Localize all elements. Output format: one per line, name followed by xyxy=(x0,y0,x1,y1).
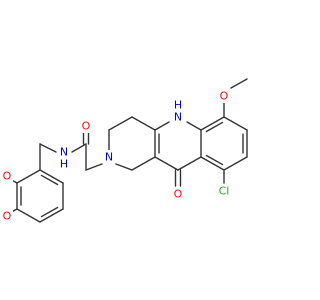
bond xyxy=(85,163,103,171)
oxygen-atom-label: O xyxy=(82,120,91,133)
atom-label-background xyxy=(218,184,230,198)
chlorine-atom-label: Cl xyxy=(219,185,230,198)
atom-label-background xyxy=(172,187,184,201)
bond xyxy=(200,156,225,171)
bond xyxy=(40,206,59,218)
atom-label-background xyxy=(1,209,13,223)
bond xyxy=(40,174,59,186)
bond xyxy=(39,208,64,223)
bond xyxy=(16,169,41,184)
atom-label-background xyxy=(58,145,70,159)
bond xyxy=(39,143,57,153)
oxygen-atom-label: O xyxy=(174,188,183,201)
bond xyxy=(205,121,224,133)
bond xyxy=(16,208,41,223)
bond xyxy=(131,156,156,171)
bonds xyxy=(7,78,248,223)
atom-label-background xyxy=(218,89,230,103)
bond xyxy=(205,154,224,166)
bond xyxy=(154,156,179,171)
atom-label-background xyxy=(58,157,70,171)
bond xyxy=(131,116,156,131)
bond xyxy=(154,121,170,131)
nitrogen-atom-label: N xyxy=(105,151,113,164)
hydrogen-atom-label: H xyxy=(60,158,68,171)
oxygen-atom-label: O xyxy=(3,170,12,183)
bond xyxy=(177,156,202,171)
bond xyxy=(186,121,202,131)
bond xyxy=(115,163,133,171)
bond xyxy=(223,116,248,131)
bond xyxy=(108,116,133,131)
atom-label-background xyxy=(80,119,92,133)
atom-label-background xyxy=(103,150,115,164)
bond xyxy=(71,143,87,153)
oxygen-atom-label: O xyxy=(220,90,229,103)
bond xyxy=(230,78,248,89)
hydrogen-atom-label: H xyxy=(174,99,182,112)
nitrogen-atom-label: N xyxy=(174,111,182,124)
oxygen-atom-label: O xyxy=(3,210,12,223)
atom-label-background xyxy=(172,110,184,124)
bond xyxy=(39,169,64,184)
nitrogen-atom-label: N xyxy=(60,146,68,159)
bond xyxy=(223,156,248,171)
atom-label-background xyxy=(172,98,184,112)
atom-label-background xyxy=(1,169,13,183)
bond xyxy=(200,116,225,131)
